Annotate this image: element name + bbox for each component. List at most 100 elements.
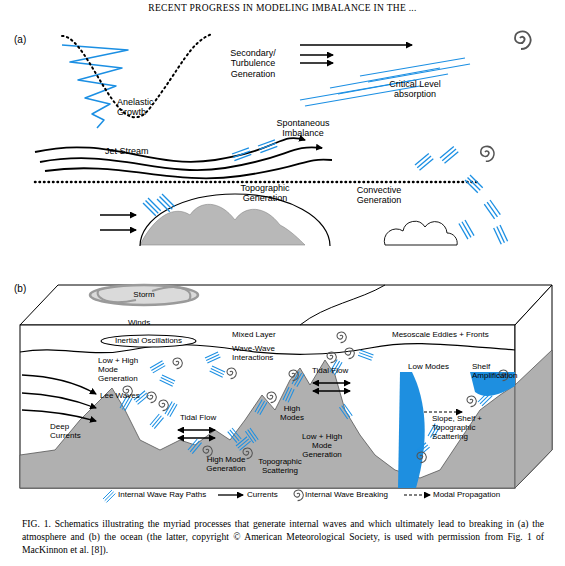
node-text: Inertial Oscillations: [115, 337, 182, 346]
process-label: Jet Stream: [105, 146, 149, 156]
process-label: Slope, Shelf + Topographic Scattering: [432, 414, 498, 442]
wind-arrow: [300, 44, 412, 46]
legend-text: Currents: [247, 490, 278, 499]
ellipse-outline: [101, 335, 196, 347]
process-label: Spontaneous Imbalance: [270, 118, 336, 139]
legend-current-sample: [218, 494, 243, 495]
mountain-arc: [140, 194, 330, 246]
illustration-part: [178, 429, 215, 430]
storm-arm: [98, 289, 136, 302]
spontaneous-rays: [258, 140, 277, 153]
illustration-part: [283, 387, 294, 402]
low-mode-band: [398, 372, 412, 488]
illustration-part: [327, 352, 336, 363]
modal-propagation-arrow: [424, 411, 462, 412]
wind-arrow: [300, 54, 333, 56]
illustration-part: [289, 370, 298, 381]
convective-rays: [415, 153, 433, 170]
illustration-part: [22, 375, 96, 394]
illustration-part: [339, 404, 352, 419]
legend-modal-sample: [404, 494, 430, 495]
topographic-rays: [157, 194, 175, 212]
wind-arrow: [300, 62, 333, 64]
illustration-part: [150, 414, 164, 429]
convective-rays: [484, 200, 500, 219]
process-label: High Modes: [277, 404, 307, 422]
illustration-part: [345, 348, 354, 359]
illustration-part: [227, 368, 236, 379]
process-label: Deep Currents: [50, 422, 90, 440]
panel-letter: (b): [14, 283, 26, 295]
ocean-breaking-spirals: [123, 332, 508, 463]
process-label: High Mode Generation: [196, 455, 256, 473]
panel-b: [20, 285, 552, 502]
panel-letter: (a): [14, 34, 26, 46]
illustration-part: [358, 350, 373, 360]
process-label: Secondary/ Turbulence Generation: [222, 48, 284, 79]
tropopause-dotted-line: [35, 181, 480, 184]
front-curve: [300, 285, 385, 325]
ocean-top-face: [20, 285, 552, 325]
illustration-part: [173, 358, 182, 369]
convective-rays: [494, 225, 508, 244]
process-label: Low + High Mode Generation: [98, 356, 158, 384]
process-label: Convective Generation: [348, 185, 410, 206]
illustration-part: [467, 396, 476, 407]
legend-ray-sample: [103, 490, 115, 502]
process-label: Topographic Generation: [232, 183, 298, 204]
process-label: Mixed Layer: [232, 330, 276, 339]
illustration-part: [45, 160, 332, 179]
process-label: Wave-Wave Interactions: [232, 344, 292, 362]
illustration-part: [40, 147, 322, 170]
illustration-part: [255, 400, 267, 415]
ocean-front-face: [20, 325, 515, 488]
seafloor: [20, 360, 515, 488]
process-label: Shelf Amplification: [472, 362, 527, 380]
legend-breaking-sample: [294, 490, 303, 501]
low-mode-band: [412, 372, 425, 488]
illustration-part: [417, 452, 426, 463]
running-title: RECENT PROGRESS IN MODELING IMBALANCE IN…: [0, 3, 565, 14]
flow-arrow: [100, 214, 136, 216]
jet-stream-lines: [35, 138, 332, 178]
turbulence-dotted-curve: [62, 34, 212, 117]
process-label: Low + High Mode Generation: [300, 432, 344, 460]
illustration-part: [478, 392, 492, 406]
illustration-part: [178, 437, 215, 438]
convective-rays: [459, 220, 474, 239]
illustration-part: [267, 392, 276, 403]
illustration-part: [22, 393, 96, 408]
breaking-spiral: [515, 31, 531, 49]
legend-text: Internal Wave Ray Paths: [118, 490, 206, 499]
process-label: Winds: [128, 318, 150, 327]
spontaneous-rays: [232, 148, 251, 161]
process-label: Critical Level absorption: [375, 79, 455, 100]
process-label: Low Modes: [408, 362, 449, 371]
flow-arrow: [100, 229, 136, 231]
illustration-part: [159, 400, 168, 411]
critical-level-rays: [300, 58, 470, 106]
illustration-part: [147, 392, 156, 403]
illustration-part: [205, 352, 220, 363]
process-label: Lee Waves: [100, 391, 140, 400]
process-label: Tidal Flow: [312, 366, 348, 375]
illustration-part: [337, 332, 346, 343]
illustration-part: [22, 410, 96, 421]
process-label: Topographic Scattering: [248, 457, 312, 475]
illustration-part: [313, 382, 350, 383]
illustration-part: [313, 390, 350, 391]
storm-arm: [152, 287, 190, 301]
tidal-flow-arrows: [178, 383, 350, 438]
process-label: Tidal Flow: [180, 413, 216, 422]
legend-text: Modal Propagation: [433, 490, 500, 499]
illustration-part: [228, 428, 242, 443]
illustration-part: [360, 58, 465, 76]
panel-a: [35, 31, 531, 246]
figure-caption: FIG. 1. Schematics illustrating the myri…: [22, 517, 544, 556]
ocean-side-face: [515, 285, 552, 488]
storm-outer: [90, 285, 198, 305]
convective-rays: [440, 146, 458, 163]
convective-rays: [465, 175, 483, 193]
